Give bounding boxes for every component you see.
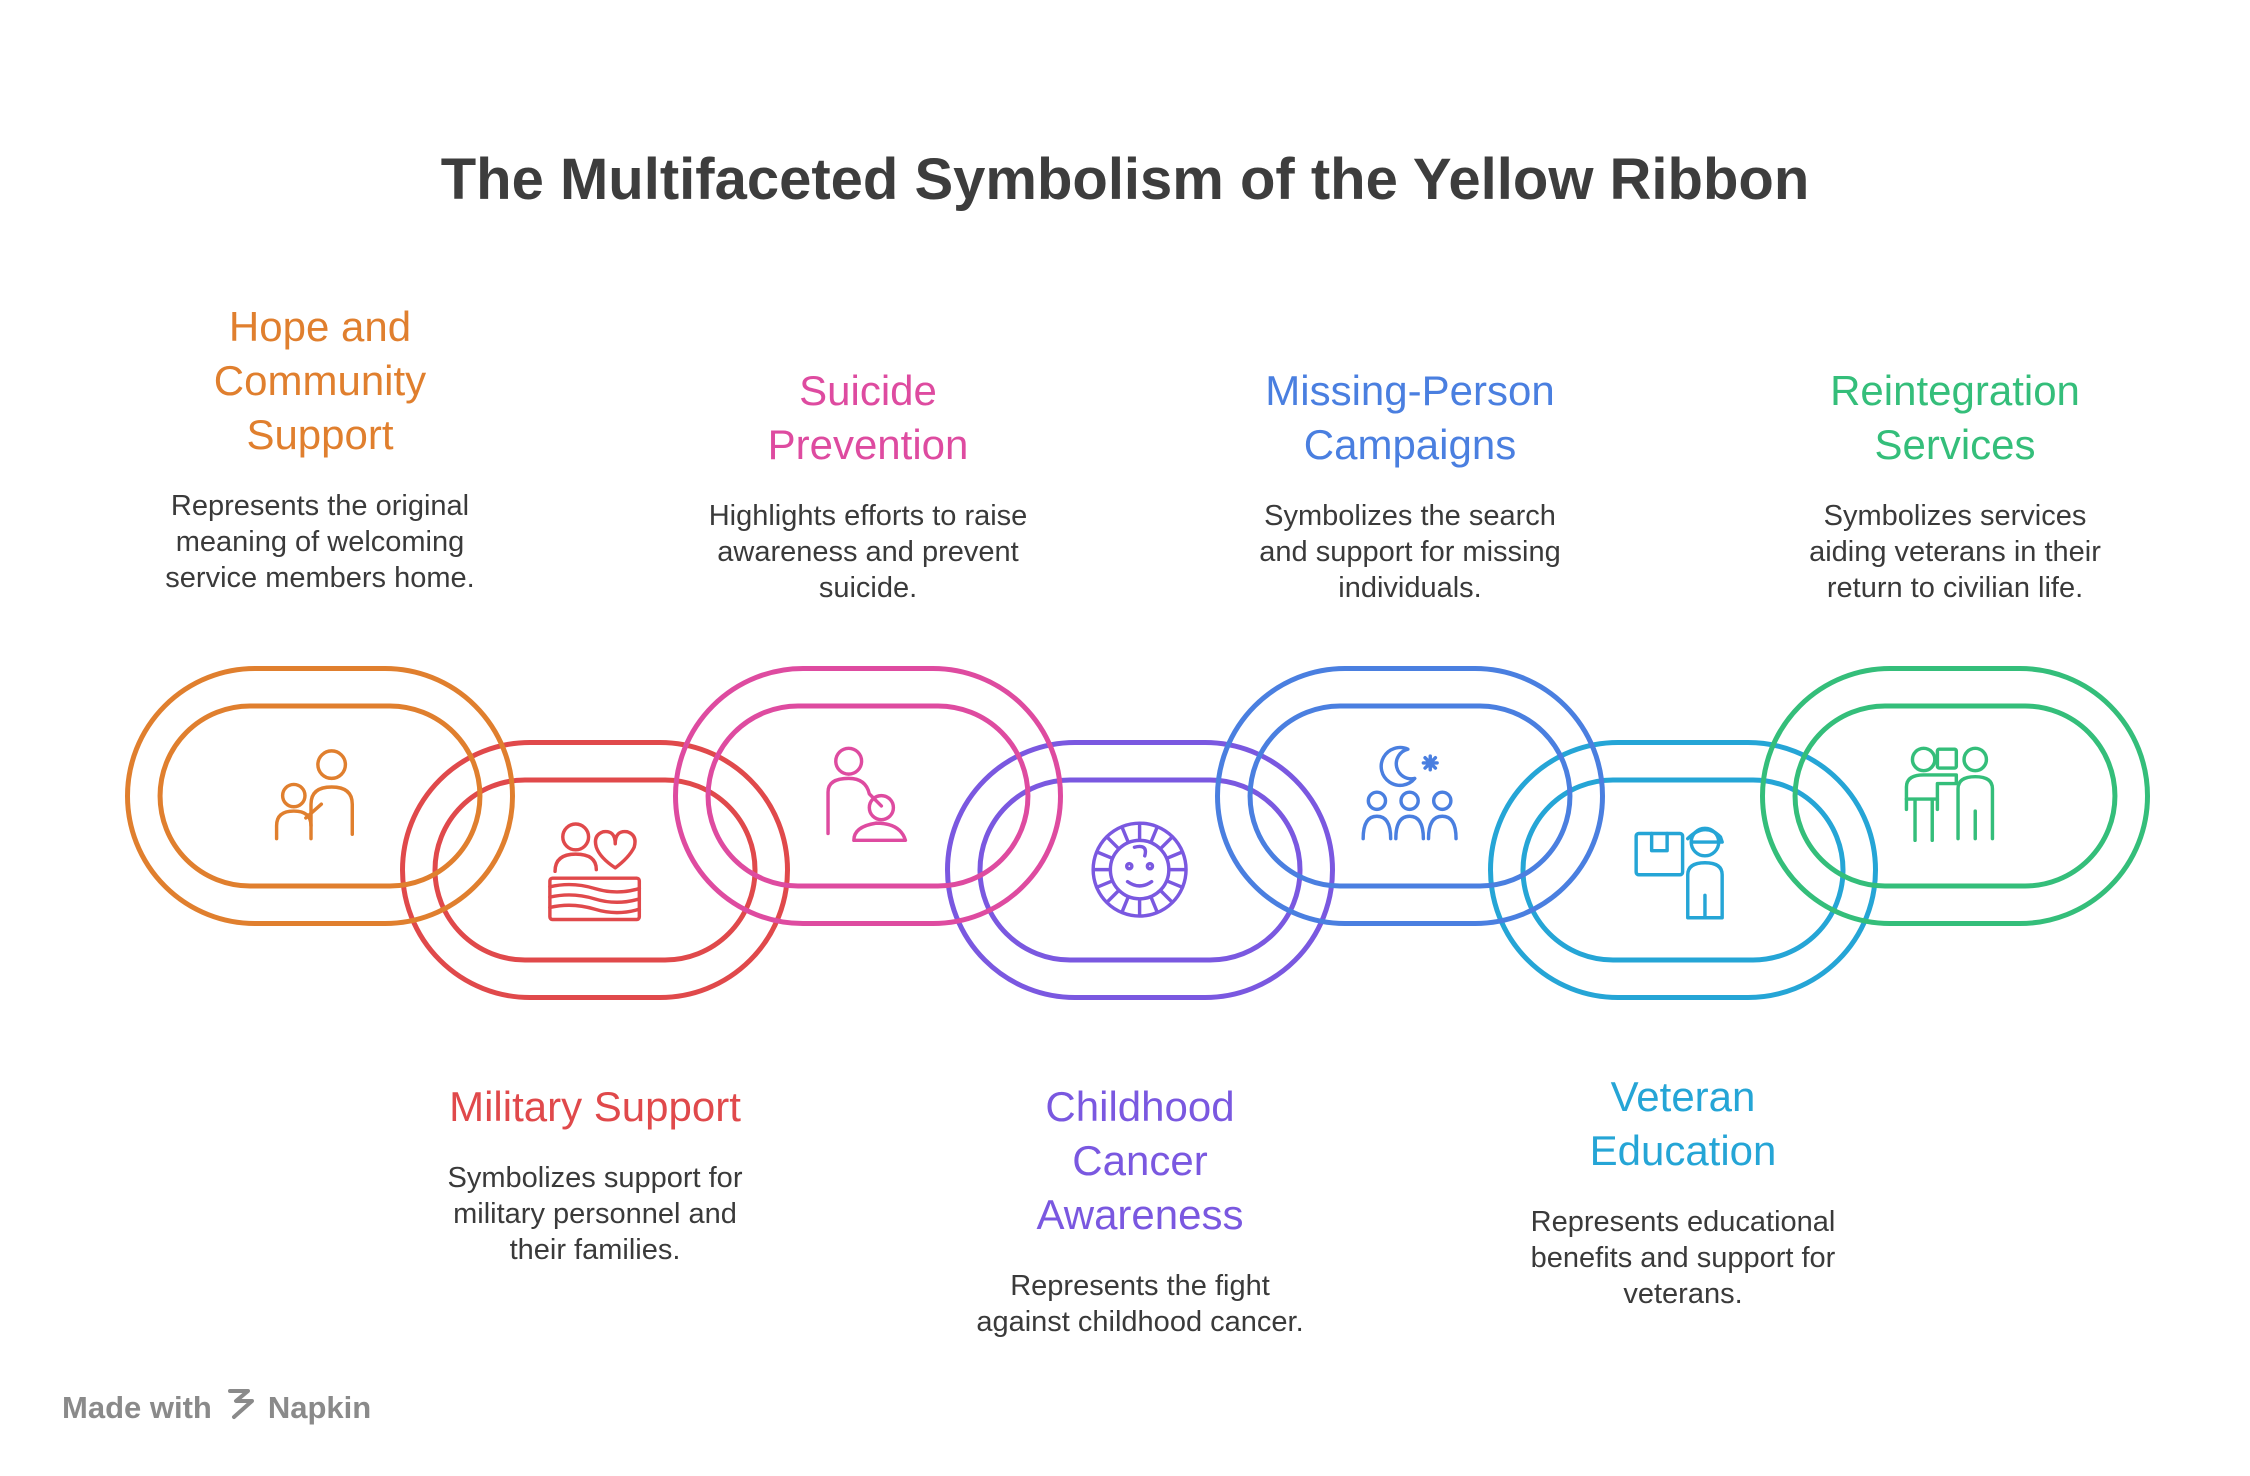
topic-description: Represents the fight against childhood ca… bbox=[930, 1268, 1350, 1340]
topic-description-line: Represents the fight bbox=[1010, 1270, 1270, 1302]
chain-link bbox=[1215, 666, 1605, 926]
presenter-icon bbox=[1904, 746, 1995, 843]
chain-link bbox=[673, 666, 1063, 926]
topic-description: Highlights efforts to raise awareness and… bbox=[658, 498, 1078, 606]
caregiver-icon bbox=[826, 746, 908, 843]
topic-description: Represents the original meaning of welcom… bbox=[110, 488, 530, 596]
topic-heading-line: Suicide bbox=[799, 367, 937, 414]
community-support-icon bbox=[274, 749, 355, 841]
topic-description: Represents educational benefits and suppo… bbox=[1473, 1204, 1893, 1312]
chain-link bbox=[945, 740, 1335, 1000]
topic-description-line: Symbolizes services bbox=[1823, 500, 2087, 532]
chain-link bbox=[400, 740, 790, 1000]
topic-description-line: aiding veterans in their bbox=[1809, 536, 2101, 568]
topic-description-line: military personnel and bbox=[453, 1198, 737, 1230]
child-face-icon bbox=[1091, 821, 1188, 918]
made-with-label: Made with bbox=[62, 1390, 212, 1425]
night-group-icon bbox=[1361, 745, 1458, 841]
topic-heading-line: Military Support bbox=[449, 1083, 741, 1130]
topic-description-line: and support for missing bbox=[1259, 536, 1561, 568]
page-title: The Multifaceted Symbolism of the Yellow… bbox=[440, 147, 1810, 212]
chain-link bbox=[125, 666, 515, 926]
topic-description-line: return to civilian life. bbox=[1826, 572, 2084, 604]
topic-description-line: suicide. bbox=[818, 572, 918, 604]
chain-link bbox=[1488, 740, 1878, 1000]
topic-description-line: awareness and prevent bbox=[717, 536, 1019, 568]
topic-description: Symbolizes the search and support for mis… bbox=[1200, 498, 1620, 606]
napkin-logo-icon bbox=[226, 1387, 256, 1429]
topic-heading-line: Support bbox=[246, 411, 394, 458]
topic-heading-line: Missing-Person bbox=[1265, 367, 1555, 414]
topic-heading-line: Awareness bbox=[1036, 1191, 1244, 1238]
topic-description-line: Symbolizes support for bbox=[447, 1162, 743, 1194]
topic-description-line: meaning of welcoming bbox=[175, 526, 465, 558]
topic-description-line: veterans. bbox=[1623, 1278, 1743, 1310]
topic-heading-line: Veteran bbox=[1610, 1073, 1756, 1120]
topic-description-line: service members home. bbox=[165, 562, 475, 594]
topic-heading: Military Support bbox=[385, 1080, 805, 1134]
topic-description: Symbolizes services aiding veterans in th… bbox=[1745, 498, 2165, 606]
topic-heading-line: Education bbox=[1589, 1127, 1777, 1174]
topic-heading-line: Prevention bbox=[767, 421, 969, 468]
napkin-brand-label: Napkin bbox=[267, 1390, 372, 1425]
topic-heading-line: Reintegration bbox=[1830, 367, 2080, 414]
topic-description-line: benefits and support for bbox=[1530, 1242, 1836, 1274]
topic-description-line: Symbolizes the search bbox=[1264, 500, 1556, 532]
heart-flag-icon bbox=[548, 822, 642, 922]
footer-attribution: Made with Napkin bbox=[62, 1386, 371, 1430]
topic-heading-line: Services bbox=[1874, 421, 2036, 468]
topic-heading-line: Hope and bbox=[228, 303, 412, 350]
chain-link bbox=[1760, 666, 2150, 926]
topic-description: Symbolizes support for military personnel… bbox=[385, 1160, 805, 1268]
delivery-person-icon bbox=[1634, 826, 1724, 920]
topic-heading-line: Community bbox=[213, 357, 427, 404]
topic-heading-line: Childhood bbox=[1045, 1083, 1235, 1130]
topic-description-line: Represents the original bbox=[170, 490, 470, 522]
topic-description-line: individuals. bbox=[1338, 572, 1482, 604]
topic-heading-line: Cancer bbox=[1072, 1137, 1208, 1184]
topic-description-line: Represents educational bbox=[1530, 1206, 1836, 1238]
topic-description-line: their families. bbox=[509, 1234, 681, 1266]
topic-description-line: Highlights efforts to raise bbox=[708, 500, 1028, 532]
topic-description-line: against childhood cancer. bbox=[976, 1306, 1304, 1338]
topic-heading-line: Campaigns bbox=[1303, 421, 1517, 468]
